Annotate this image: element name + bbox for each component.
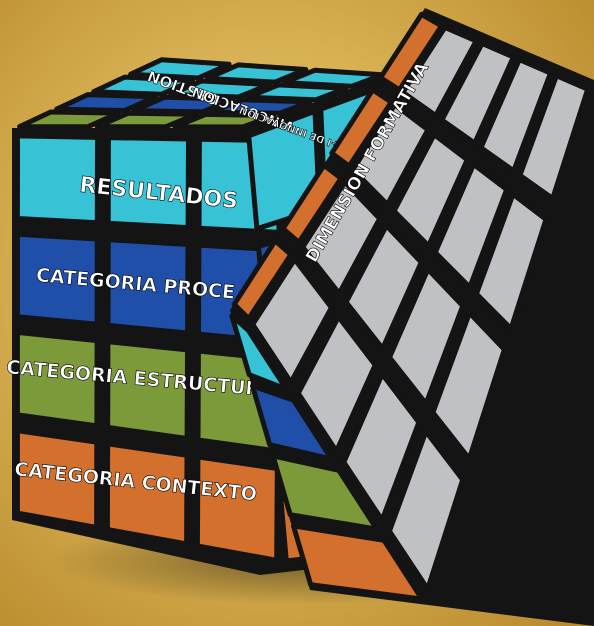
front-face-sticker <box>105 339 190 441</box>
slice-edge-face <box>231 11 445 322</box>
top-face-sticker <box>94 110 199 130</box>
slice-grey-sticker <box>400 24 479 119</box>
slice-grey-sticker <box>250 256 334 385</box>
slice-grey-sticker <box>391 132 470 249</box>
front-face-sticker <box>14 428 100 530</box>
slice-grey-sticker <box>430 310 507 462</box>
slice-grey-sticker <box>295 314 378 454</box>
slice-grey-sticker <box>432 161 510 290</box>
slice-edge-sticker <box>329 87 394 169</box>
top-face <box>17 57 385 130</box>
top-face-sticker <box>128 57 232 81</box>
front-face-sticker <box>14 231 100 327</box>
slice-side-sticker <box>291 523 425 602</box>
slice-grey-sticker <box>517 73 591 201</box>
top-face-sticker <box>205 62 309 85</box>
top-face-sticker <box>17 109 122 130</box>
front-face-sticker <box>194 454 280 563</box>
slice-grey-sticker <box>478 57 553 174</box>
front-face-sticker <box>14 133 100 226</box>
slice-grey-sticker <box>473 191 549 332</box>
slice-grey-face <box>250 24 591 592</box>
front-face-sticker <box>105 135 191 231</box>
front-face-sticker <box>105 237 191 336</box>
slice-grey-sticker <box>300 179 383 296</box>
slice-side-sticker <box>270 453 380 532</box>
top-face-sticker <box>91 74 195 97</box>
front-face-sticker <box>14 329 100 429</box>
slice-side-sticker <box>229 313 289 392</box>
top-face-sticker <box>54 92 159 113</box>
slice-side-column <box>229 313 425 602</box>
slice-grey-sticker <box>350 102 431 207</box>
top-face-sticker <box>131 94 236 115</box>
front-face-sticker <box>104 441 190 547</box>
slice-edge-sticker <box>378 11 445 93</box>
slice-grey-sticker <box>387 266 466 407</box>
top-face-sticker <box>168 78 272 100</box>
slice-edge-sticker <box>231 238 294 322</box>
slice-edge-sticker <box>280 162 344 245</box>
slice-grey-sticker <box>341 371 422 523</box>
slice-side-sticker <box>250 383 335 462</box>
slice-grey-sticker <box>386 429 466 592</box>
slice-grey-sticker <box>439 41 516 146</box>
slice-grey-sticker <box>343 223 424 351</box>
